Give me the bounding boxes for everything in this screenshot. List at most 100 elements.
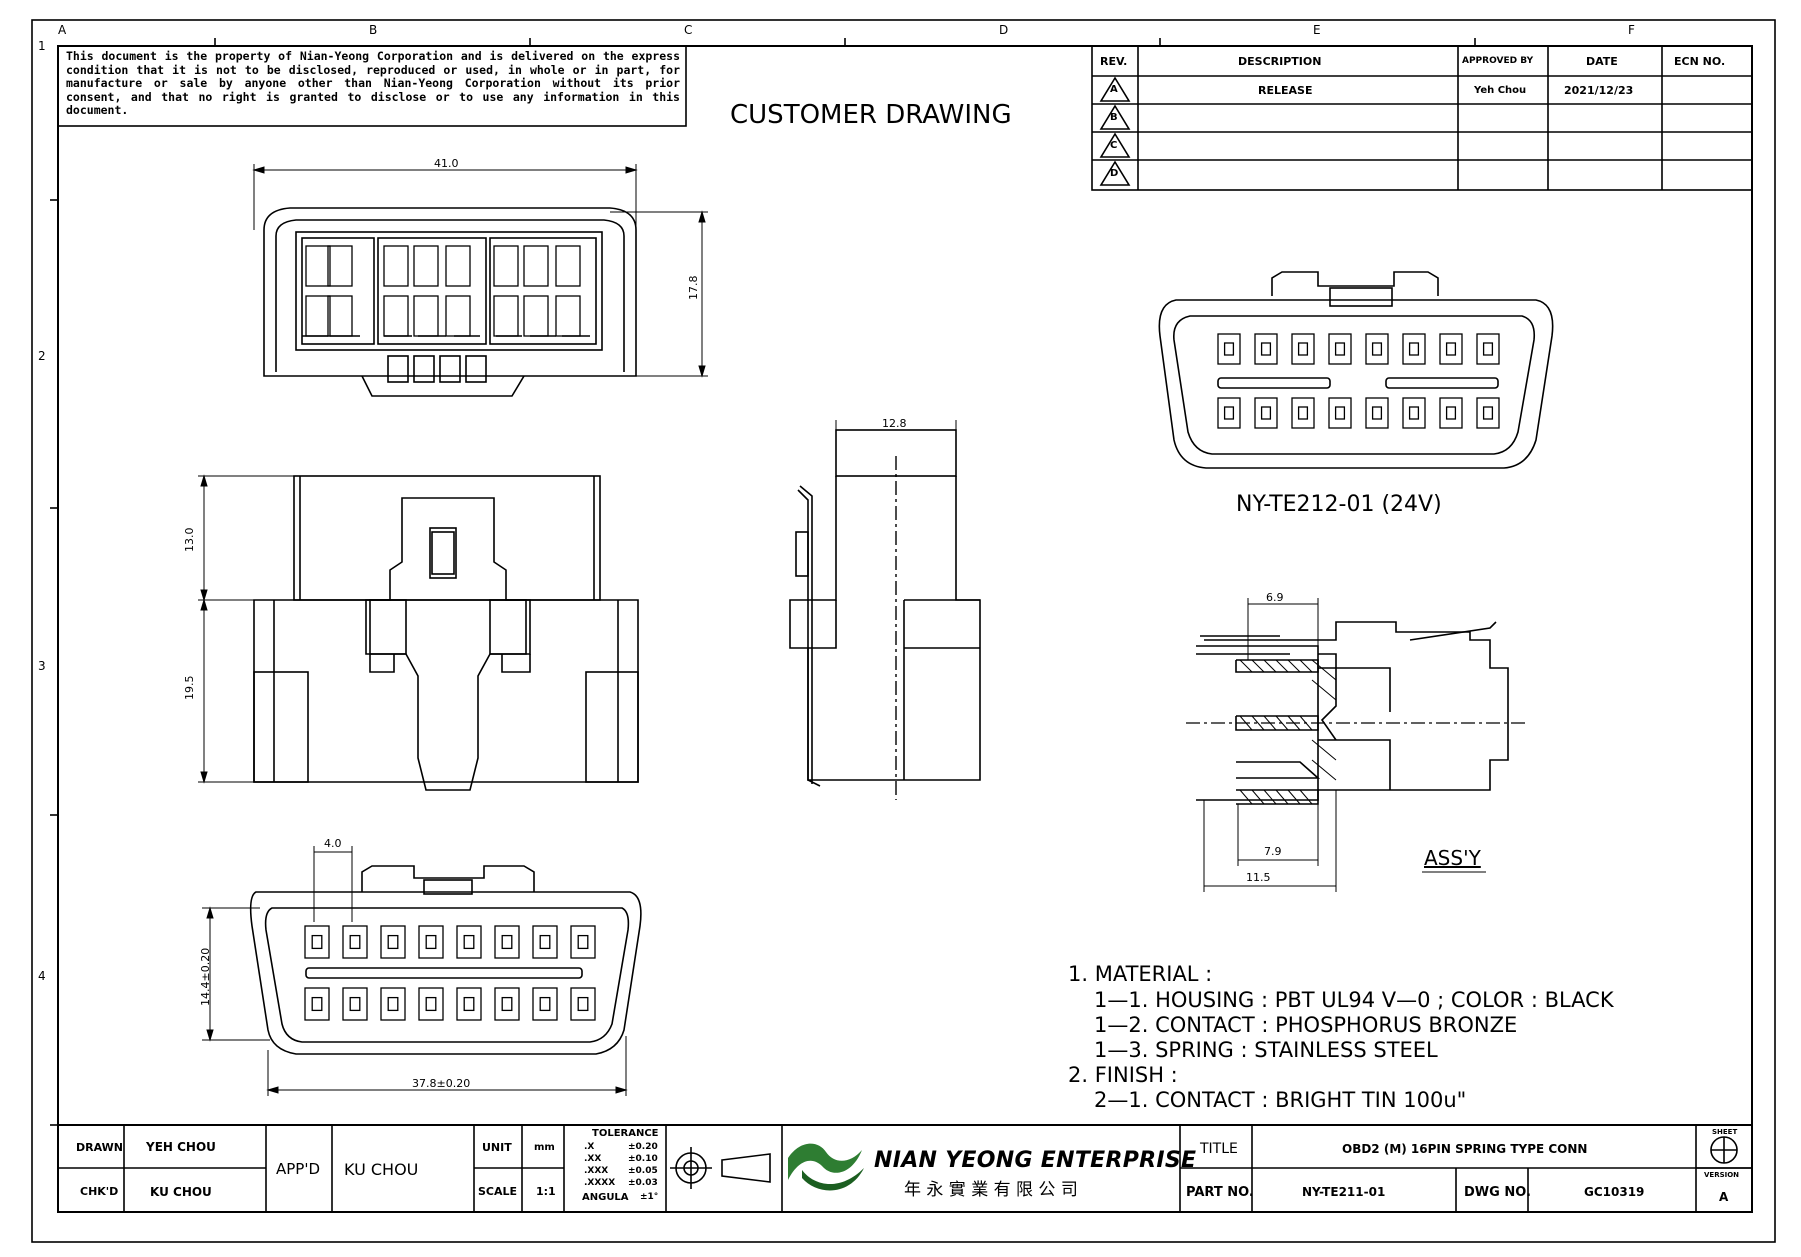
- variant-pin-cavity: [1439, 333, 1463, 365]
- border-col-f: F: [1628, 23, 1635, 37]
- assy-label: ASS'Y: [1424, 846, 1481, 870]
- scale-value: 1:1: [536, 1185, 556, 1198]
- front-pin-cavity-contact: [577, 996, 589, 1012]
- border-col-e: E: [1313, 23, 1321, 37]
- border-col-c: C: [684, 23, 693, 37]
- disclaimer-text: This document is the property of Nian-Ye…: [66, 49, 680, 117]
- variant-pin-cavity: [1439, 397, 1463, 429]
- variant-pin-cavity-contact: [1297, 342, 1309, 356]
- top-pin-cavity: [413, 245, 439, 287]
- variant-view: [1158, 271, 1554, 469]
- ecn-header: ECN NO.: [1674, 55, 1726, 68]
- front-pin-cavity-contact: [425, 996, 437, 1012]
- variant-pin-cavity-contact: [1334, 406, 1346, 420]
- dim-assy-top: 6.9: [1266, 591, 1284, 604]
- tolerance-label: TOLERANCE: [592, 1128, 659, 1139]
- front-pin-cavity-contact: [539, 996, 551, 1012]
- front-pin-cavity: [304, 925, 330, 959]
- front-pin-cavity: [456, 987, 482, 1021]
- front-pin-cavity-contact: [425, 934, 437, 950]
- dim-assy-mid: 7.9: [1264, 845, 1282, 858]
- front-pin-cavity-contact: [387, 934, 399, 950]
- front-pin-cavity: [380, 987, 406, 1021]
- scale-label: SCALE: [478, 1185, 518, 1198]
- variant-pin-cavity-contact: [1223, 342, 1235, 356]
- front-pin-cavity-contact: [501, 996, 513, 1012]
- note-2: 2. FINISH :: [1068, 1063, 1178, 1087]
- top-pin-cavity: [327, 295, 353, 337]
- dim-pitch: 4.0: [324, 837, 342, 850]
- title-value: OBD2 (M) 16PIN SPRING TYPE CONN: [1342, 1142, 1588, 1156]
- tol-2-key: .XX: [584, 1154, 602, 1164]
- top-pin-cavity: [523, 295, 549, 337]
- unit-label: UNIT: [482, 1141, 512, 1154]
- variant-pin-cavity-contact: [1297, 406, 1309, 420]
- drawing-title: CUSTOMER DRAWING: [730, 100, 1012, 130]
- front-pin-cavity: [456, 925, 482, 959]
- appd-label: APP'D: [276, 1160, 321, 1178]
- assy-section-view: [1196, 621, 1509, 805]
- top-pin-cavity: [383, 295, 409, 337]
- rev-b-letter: B: [1110, 112, 1118, 123]
- variant-pin-cavity: [1402, 397, 1426, 429]
- dwg-label: DWG NO.: [1464, 1185, 1531, 1200]
- variant-pin-cavity-contact: [1482, 342, 1494, 356]
- border-row-1: 1: [38, 39, 46, 53]
- variant-pin-cavity: [1328, 397, 1352, 429]
- version-value: A: [1719, 1190, 1729, 1204]
- approved-header: APPROVED BY: [1462, 56, 1534, 66]
- front-pin-cavity: [570, 987, 596, 1021]
- top-pin-cavity: [493, 245, 519, 287]
- top-pin-cavity: [555, 295, 581, 337]
- variant-pin-cavity-contact: [1334, 342, 1346, 356]
- border-row-2: 2: [38, 349, 46, 363]
- part-value: NY-TE211-01: [1302, 1185, 1386, 1199]
- front-pin-cavity: [532, 987, 558, 1021]
- rev-a-approved: Yeh Chou: [1474, 85, 1527, 96]
- dim-side-depth: 12.8: [882, 417, 907, 430]
- title-label: TITLE: [1200, 1141, 1238, 1157]
- version-label: VERSION: [1704, 1171, 1740, 1179]
- chkd-label: CHK'D: [80, 1185, 119, 1198]
- note-1: 1. MATERIAL :: [1068, 962, 1213, 986]
- variant-pin-cavity-contact: [1223, 406, 1235, 420]
- front-pin-cavity: [342, 925, 368, 959]
- variant-pin-cavity: [1254, 397, 1278, 429]
- sheet-label: SHEET: [1712, 1128, 1738, 1136]
- dim-side-upper: 13.0: [183, 527, 196, 553]
- front-pin-cavity-contact: [349, 934, 361, 950]
- variant-pin-cavity-contact: [1371, 406, 1383, 420]
- tol-2-value: ±0.10: [628, 1154, 658, 1164]
- variant-pin-cavity-contact: [1408, 342, 1420, 356]
- top-pin-cavity: [305, 295, 331, 337]
- part-label: PART NO.: [1186, 1185, 1254, 1200]
- front-pin-cavity-contact: [501, 934, 513, 950]
- company-logo: [788, 1143, 864, 1191]
- dim-front-height: 14.4±0.20: [199, 947, 212, 1006]
- variant-pin-cavity-contact: [1482, 406, 1494, 420]
- top-pin-cavity: [445, 245, 471, 287]
- front-pin-cavity-contact: [387, 996, 399, 1012]
- variant-pin-cavity: [1291, 397, 1315, 429]
- front-pin-cavity: [418, 987, 444, 1021]
- variant-pin-cavity: [1402, 333, 1426, 365]
- appd-value: KU CHOU: [344, 1160, 419, 1179]
- variant-pin-cavity: [1365, 333, 1389, 365]
- front-pin-cavity: [342, 987, 368, 1021]
- note-1-1: 1—1. HOUSING : PBT UL94 V—0 ; COLOR : BL…: [1094, 988, 1614, 1012]
- chkd-value: KU CHOU: [150, 1185, 212, 1199]
- date-header: DATE: [1586, 55, 1618, 68]
- rev-a-date: 2021/12/23: [1564, 84, 1634, 97]
- description-header: DESCRIPTION: [1238, 55, 1322, 68]
- note-2-1: 2—1. CONTACT : BRIGHT TIN 100u": [1094, 1088, 1467, 1112]
- variant-pin-cavity-contact: [1408, 406, 1420, 420]
- variant-pin-cavity-contact: [1445, 406, 1457, 420]
- front-pin-cavity-contact: [311, 934, 323, 950]
- front-pin-cavity-contact: [349, 996, 361, 1012]
- rev-a-description: RELEASE: [1258, 84, 1313, 97]
- front-pin-cavity: [494, 987, 520, 1021]
- dim-front-width: 37.8±0.20: [412, 1077, 471, 1090]
- rev-c-letter: C: [1110, 140, 1118, 151]
- border-row-3: 3: [38, 659, 46, 673]
- variant-pin-cavity: [1476, 397, 1500, 429]
